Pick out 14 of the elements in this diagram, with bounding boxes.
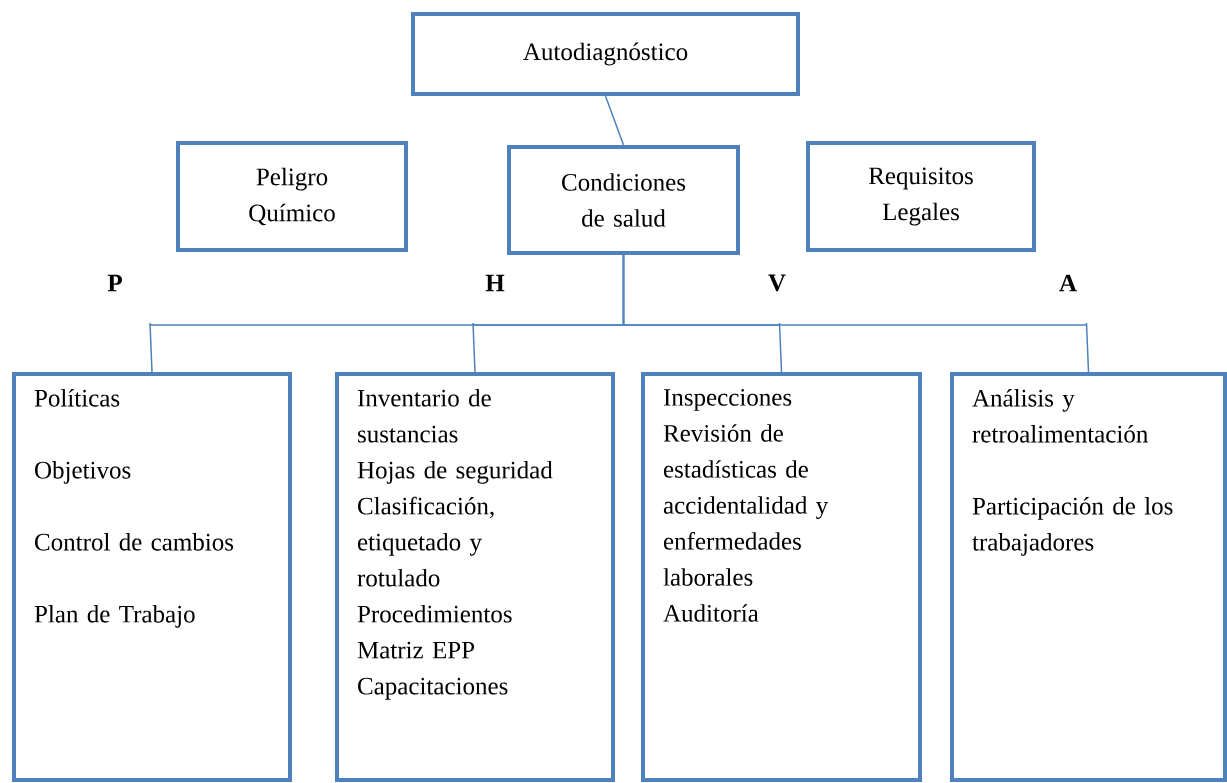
process-box: Autodiagnóstico — [411, 12, 800, 96]
process-box: Requisitos Legales — [806, 141, 1036, 252]
phase-letter: V — [768, 274, 786, 292]
list-box: Inspecciones Revisión de estadísticas de accidentalidad y enfermedades laborales Auditoría — [641, 372, 922, 782]
list-box: Políticas Objetivos Control de cambios Plan de Trabajo — [12, 372, 292, 782]
process-box: Peligro Químico — [176, 141, 408, 252]
list-box: Inventario de sustancias Hojas de seguridad Clasificación, etiquetado y rotulado Procedimientos Matriz EPP Capacitaciones — [335, 372, 615, 782]
phase-letter: H — [485, 274, 505, 292]
process-box: Condiciones de salud — [507, 145, 740, 255]
phase-letter: P — [107, 274, 122, 292]
list-box: Análisis y retroalimentación Participación de los trabajadores — [950, 372, 1227, 782]
connector-line — [622, 254, 1090, 373]
phase-letter: A — [1059, 274, 1077, 292]
connector-line — [604, 95, 625, 146]
